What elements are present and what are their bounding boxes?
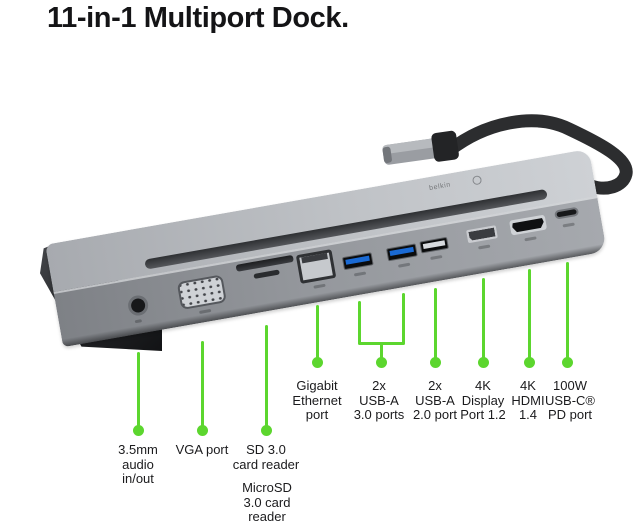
dock-body: belkin: [45, 148, 607, 348]
callout-label-vga: VGA port: [175, 442, 229, 457]
callout-label-sd: SD 3.0 card reader: [232, 442, 300, 472]
callout-label-usb-a-30: 2x USB-A 3.0 ports: [353, 378, 405, 422]
vga-etch-label: [199, 308, 212, 314]
callout-label-displayport: 4K Display Port 1.2: [460, 378, 506, 422]
callout-label-usb-c: 100W USB-C® PD port: [544, 378, 596, 422]
callout-line-vga: [200, 341, 204, 428]
page-title: 11-in-1 Multiport Dock.: [47, 2, 349, 34]
port-usb-a-20: [419, 236, 449, 254]
callout-line-hdmi: [527, 269, 531, 360]
callout-dot-sd: [260, 424, 272, 436]
callout-line-usb20: [433, 288, 437, 360]
usbc-etch-label: [562, 222, 575, 228]
callout-dot-hdmi: [523, 356, 535, 368]
callout-bracket-stem: [379, 344, 383, 360]
callout-line-audio: [136, 352, 140, 428]
callout-label-hdmi: 4K HDMI 1.4: [511, 378, 545, 422]
callout-label-usb-a-20: 2x USB-A 2.0 port: [412, 378, 458, 422]
callout-dot-displayport: [477, 356, 489, 368]
port-audio-jack: [126, 293, 150, 318]
ethernet-etch-label: [313, 283, 326, 289]
callout-dot-usbc: [561, 356, 573, 368]
callout-line-displayport: [481, 278, 485, 360]
callout-label-ethernet: Gigabit Ethernet port: [292, 378, 342, 422]
callout-dot-audio: [132, 424, 144, 436]
callout-bracket-right: [401, 293, 405, 344]
headphone-icon: [134, 319, 143, 324]
callout-dot-usb20: [429, 356, 441, 368]
callout-line-ethernet: [315, 305, 319, 360]
port-displayport: [466, 225, 498, 244]
usb30-etch-label-2: [398, 262, 411, 268]
port-usb-a-30-2: [386, 243, 418, 262]
callout-dot-usb30: [375, 356, 387, 368]
brand-badge-icon: [471, 175, 483, 186]
callout-dot-vga: [196, 424, 208, 436]
port-ethernet: [295, 249, 337, 284]
port-hdmi: [509, 214, 548, 236]
brand-logo: belkin: [428, 181, 452, 193]
usb30-etch-label-1: [353, 271, 367, 277]
callout-bracket-left: [357, 301, 361, 344]
callout-line-sd: [264, 325, 268, 428]
callout-label-audio: 3.5mm audio in/out: [118, 442, 158, 486]
dp-etch-label: [478, 244, 491, 250]
port-usb-a-30-1: [341, 252, 374, 271]
callout-line-usbc: [565, 262, 569, 360]
port-usb-c-pd: [554, 206, 580, 220]
usb-c-connector: [382, 130, 459, 165]
callout-dot-ethernet: [311, 356, 323, 368]
callout-bracket-bottom: [357, 342, 405, 345]
usb20-etch-label: [430, 254, 443, 261]
hdmi-etch-label: [524, 236, 537, 242]
port-sd-slot: [235, 254, 294, 272]
port-microsd-slot: [253, 269, 280, 279]
port-vga: [176, 274, 227, 311]
callout-label-microsd: MicroSD 3.0 card reader: [242, 480, 292, 524]
